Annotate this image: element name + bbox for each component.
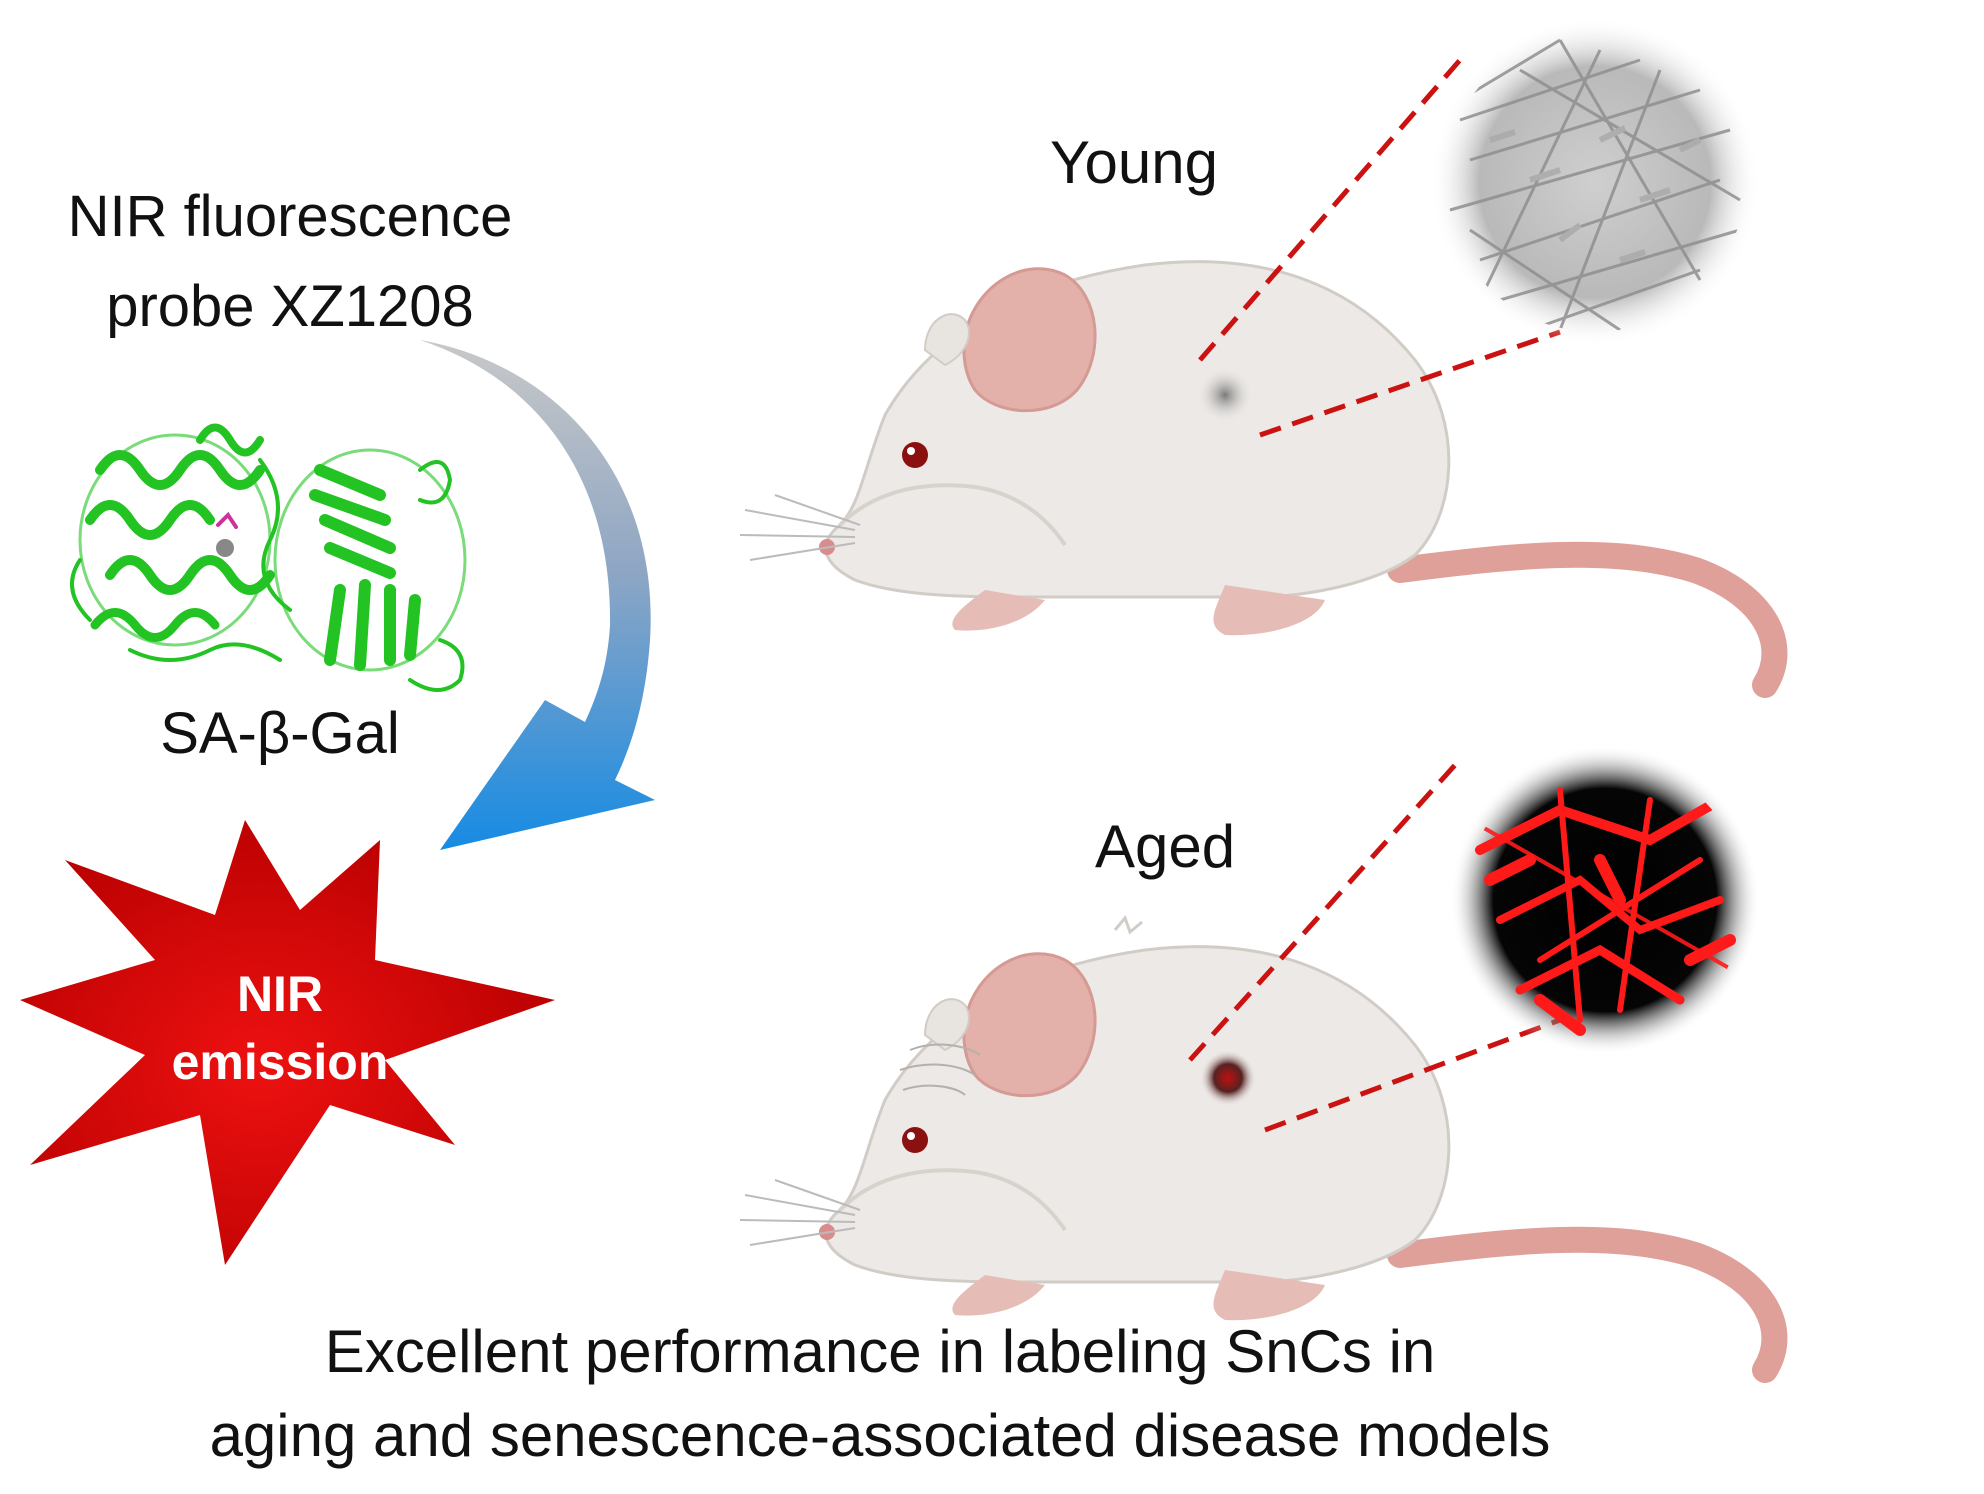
caption-line1: Excellent performance in labeling SnCs i…	[324, 1318, 1436, 1385]
enzyme-label: SA-β-Gal	[160, 701, 400, 766]
caption-line2: aging and senescence-associated disease …	[209, 1402, 1551, 1469]
microscope-view-young	[1430, 17, 1760, 347]
young-label: Young	[1050, 129, 1218, 196]
probe-label: NIR fluorescence probe XZ1208	[20, 172, 560, 352]
mouse-aged-icon	[740, 915, 1774, 1370]
signal-spot-aged	[1200, 1050, 1256, 1106]
probe-label-line1: NIR fluorescence	[67, 184, 513, 249]
nir-emission-label: NIR emission	[95, 960, 465, 1096]
probe-label-line2: probe XZ1208	[106, 274, 474, 339]
protein-structure-icon	[70, 423, 467, 692]
signal-spot-young	[1197, 367, 1253, 423]
nir-emission-line2: emission	[171, 1034, 389, 1090]
nir-emission-line1: NIR	[236, 966, 324, 1022]
burst-icon	[20, 820, 555, 1265]
curved-arrow-icon	[420, 340, 655, 850]
aged-label: Aged	[1095, 813, 1236, 880]
caption: Excellent performance in labeling SnCs i…	[0, 1310, 1760, 1478]
microscope-view-aged	[1450, 745, 1760, 1055]
guide-lines	[1188, 58, 1561, 1133]
